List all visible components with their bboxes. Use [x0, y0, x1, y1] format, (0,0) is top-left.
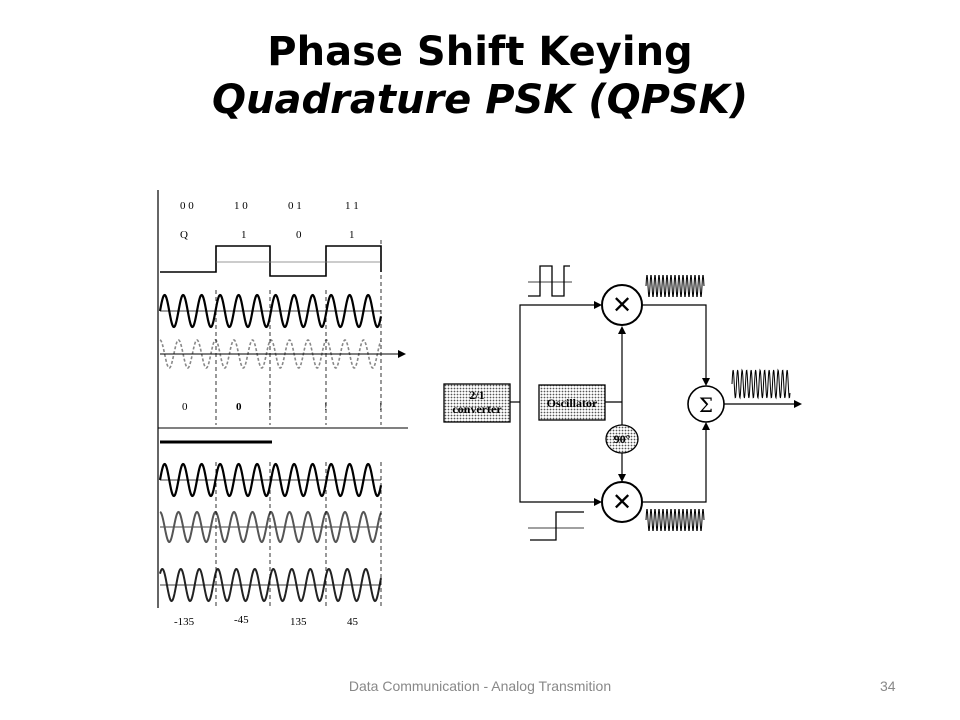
- i-row-label: 0: [182, 401, 188, 413]
- svg-text:!: !: [268, 401, 272, 413]
- phase-label: 135: [290, 616, 307, 628]
- slide-footer: Data Communication - Analog Transmition: [348, 678, 612, 694]
- modulator-diagram: 2/1 converter Oscillator 90° ✕ ✕ Σ: [443, 265, 802, 541]
- svg-text:!: !: [324, 401, 328, 413]
- in-phase-wave: [159, 510, 382, 543]
- q-bit: 1: [241, 229, 247, 241]
- carrier-wave: [158, 293, 383, 329]
- slide-subtitle: Quadrature PSK (QPSK): [212, 77, 748, 123]
- dibit-label: 0 0: [180, 200, 194, 212]
- converter-label: 2/1: [469, 388, 484, 402]
- slide-title: Phase Shift Keying: [267, 29, 693, 75]
- multiply-icon: ✕: [612, 291, 632, 319]
- qpsk-result-wave: [159, 567, 382, 603]
- bottom-modulated-signal-icon: [645, 509, 705, 531]
- i-input-signal-icon: [528, 265, 570, 297]
- top-modulated-signal-icon: [645, 275, 705, 297]
- output-signal-icon: [731, 368, 791, 400]
- slide-title-block: Phase Shift Keying Quadrature PSK (QPSK): [0, 28, 960, 124]
- i-row-label: 0: [236, 401, 242, 413]
- arrowheads: [594, 301, 802, 506]
- waveform-panel: 0 0 1 0 0 1 1 1 Q 1 0 1 0 0 ! ! !: [157, 190, 408, 628]
- symbol-boundaries: [215, 240, 382, 606]
- phase-label: -45: [234, 614, 249, 626]
- oscillator-box: [538, 384, 606, 421]
- page-number: 34: [880, 678, 896, 694]
- converter-label: converter: [452, 402, 502, 416]
- q-bit: 1: [349, 229, 355, 241]
- sigma-icon: Σ: [699, 393, 713, 417]
- phase-shift-label: 90°: [614, 432, 631, 446]
- q-input-signal-icon: [530, 511, 584, 541]
- dibit-label: 1 1: [345, 200, 359, 212]
- q-bit: 0: [296, 229, 302, 241]
- dibit-label: 0 1: [288, 200, 302, 212]
- multiply-icon: ✕: [612, 488, 632, 516]
- signal-paths: [510, 304, 794, 503]
- oscillator-label: Oscillator: [547, 396, 598, 410]
- qpsk-output-wave: [158, 462, 383, 498]
- q-square-wave: [160, 245, 382, 277]
- arrow-right-icon: [398, 350, 406, 358]
- quadrature-wave: [159, 339, 382, 369]
- q-row-label: Q: [180, 229, 188, 241]
- svg-text:!: !: [379, 401, 383, 413]
- converter-box: [443, 383, 511, 423]
- dibit-label: 1 0: [234, 200, 248, 212]
- phase-label: -135: [174, 616, 195, 628]
- phase-label: 45: [347, 616, 359, 628]
